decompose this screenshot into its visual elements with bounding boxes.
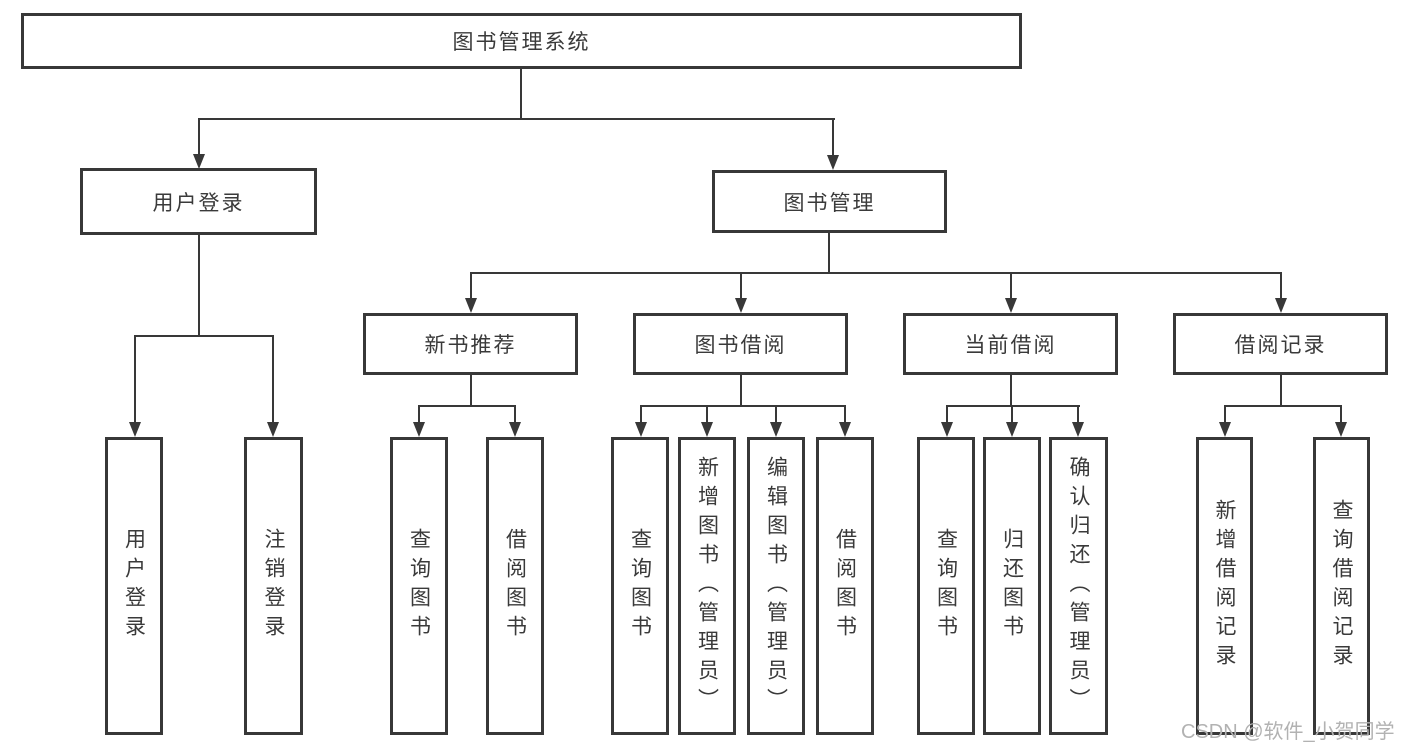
connector-line bbox=[740, 375, 742, 405]
leaf-confirm-return-admin: 确认归还（管理员） bbox=[1049, 437, 1108, 735]
node-label: 借阅记录 bbox=[1234, 334, 1327, 357]
arrowhead-icon bbox=[129, 422, 141, 437]
arrowhead-icon bbox=[465, 298, 477, 313]
arrowhead-icon bbox=[770, 422, 782, 437]
connector-line bbox=[134, 335, 136, 425]
arrowhead-icon bbox=[1219, 422, 1231, 437]
leaf-label: 借阅图书 bbox=[503, 528, 527, 644]
node-library-management-system: 图书管理系统 bbox=[21, 13, 1022, 69]
leaf-label: 用户登录 bbox=[122, 528, 146, 644]
leaf-label: 归还图书 bbox=[1000, 528, 1024, 644]
node-user-login: 用户登录 bbox=[80, 168, 317, 235]
connector-line bbox=[470, 272, 1281, 274]
leaf-logout-login: 注销登录 bbox=[244, 437, 303, 735]
connector-line bbox=[1224, 405, 1342, 407]
connector-line bbox=[134, 335, 274, 337]
connector-line bbox=[740, 272, 742, 302]
leaf-query-books-recommend: 查询图书 bbox=[390, 437, 448, 735]
connector-line bbox=[514, 405, 516, 425]
leaf-label: 确认归还（管理员） bbox=[1067, 455, 1090, 717]
leaf-label: 查询图书 bbox=[934, 528, 958, 644]
leaf-label: 查询图书 bbox=[407, 528, 431, 644]
connector-line bbox=[706, 405, 708, 425]
arrowhead-icon bbox=[413, 422, 425, 437]
arrowhead-icon bbox=[1275, 298, 1287, 313]
arrowhead-icon bbox=[1072, 422, 1084, 437]
connector-line bbox=[470, 272, 472, 302]
arrowhead-icon bbox=[635, 422, 647, 437]
connector-line bbox=[1010, 375, 1012, 405]
node-label: 图书管理系统 bbox=[452, 31, 591, 54]
arrowhead-icon bbox=[839, 422, 851, 437]
connector-line bbox=[418, 405, 516, 407]
leaf-label: 新增借阅记录 bbox=[1213, 499, 1236, 673]
connector-line bbox=[198, 118, 835, 120]
arrowhead-icon bbox=[735, 298, 747, 313]
connector-line bbox=[1280, 375, 1282, 405]
arrowhead-icon bbox=[1335, 422, 1347, 437]
connector-line bbox=[198, 235, 200, 335]
node-label: 当前借阅 bbox=[964, 334, 1057, 357]
connector-line bbox=[832, 118, 834, 158]
arrowhead-icon bbox=[1006, 422, 1018, 437]
connector-line bbox=[640, 405, 642, 425]
node-book-borrowing: 图书借阅 bbox=[633, 313, 848, 375]
leaf-label: 查询图书 bbox=[628, 528, 652, 644]
watermark: CSDN @软件_小贺同学 bbox=[1181, 721, 1395, 743]
connector-line bbox=[946, 405, 948, 425]
leaf-label: 编辑图书（管理员） bbox=[764, 455, 788, 717]
arrowhead-icon bbox=[509, 422, 521, 437]
connector-line bbox=[1340, 405, 1342, 425]
connector-line bbox=[640, 405, 846, 407]
leaf-borrow-books-recommend: 借阅图书 bbox=[486, 437, 544, 735]
connector-line bbox=[775, 405, 777, 425]
connector-line bbox=[844, 405, 846, 425]
arrowhead-icon bbox=[193, 154, 205, 169]
leaf-user-login: 用户登录 bbox=[105, 437, 163, 735]
connector-line bbox=[1280, 272, 1282, 302]
leaf-query-books-current: 查询图书 bbox=[917, 437, 975, 735]
arrowhead-icon bbox=[1005, 298, 1017, 313]
connector-line bbox=[198, 118, 200, 158]
arrowhead-icon bbox=[701, 422, 713, 437]
node-book-management: 图书管理 bbox=[712, 170, 947, 233]
connector-line bbox=[1077, 405, 1079, 425]
leaf-edit-books-admin: 编辑图书（管理员） bbox=[747, 437, 805, 735]
leaf-add-borrow-record: 新增借阅记录 bbox=[1196, 437, 1253, 735]
leaf-query-borrow-record: 查询借阅记录 bbox=[1313, 437, 1370, 735]
arrowhead-icon bbox=[941, 422, 953, 437]
node-new-book-recommendation: 新书推荐 bbox=[363, 313, 578, 375]
node-label: 新书推荐 bbox=[424, 334, 517, 357]
node-label: 图书借阅 bbox=[694, 334, 787, 357]
connector-line bbox=[946, 405, 1080, 407]
node-current-borrowing: 当前借阅 bbox=[903, 313, 1118, 375]
connector-line bbox=[1011, 405, 1013, 425]
connector-line bbox=[272, 335, 274, 425]
node-label: 图书管理 bbox=[783, 191, 876, 215]
arrowhead-icon bbox=[267, 422, 279, 437]
connector-line bbox=[828, 233, 830, 272]
arrowhead-icon bbox=[827, 155, 839, 170]
leaf-borrow-books: 借阅图书 bbox=[816, 437, 874, 735]
leaf-label: 注销登录 bbox=[262, 528, 285, 644]
leaf-add-books-admin: 新增图书（管理员） bbox=[678, 437, 736, 735]
node-borrowing-records: 借阅记录 bbox=[1173, 313, 1388, 375]
connector-line bbox=[470, 375, 472, 405]
leaf-label: 借阅图书 bbox=[833, 528, 857, 644]
connector-line bbox=[1010, 272, 1012, 302]
leaf-label: 新增图书（管理员） bbox=[695, 455, 719, 717]
connector-line bbox=[520, 68, 522, 118]
node-label: 用户登录 bbox=[152, 191, 245, 215]
leaf-return-books: 归还图书 bbox=[983, 437, 1041, 735]
leaf-query-books-borrowing: 查询图书 bbox=[611, 437, 669, 735]
connector-line bbox=[1224, 405, 1226, 425]
connector-line bbox=[418, 405, 420, 425]
leaf-label: 查询借阅记录 bbox=[1330, 499, 1353, 673]
